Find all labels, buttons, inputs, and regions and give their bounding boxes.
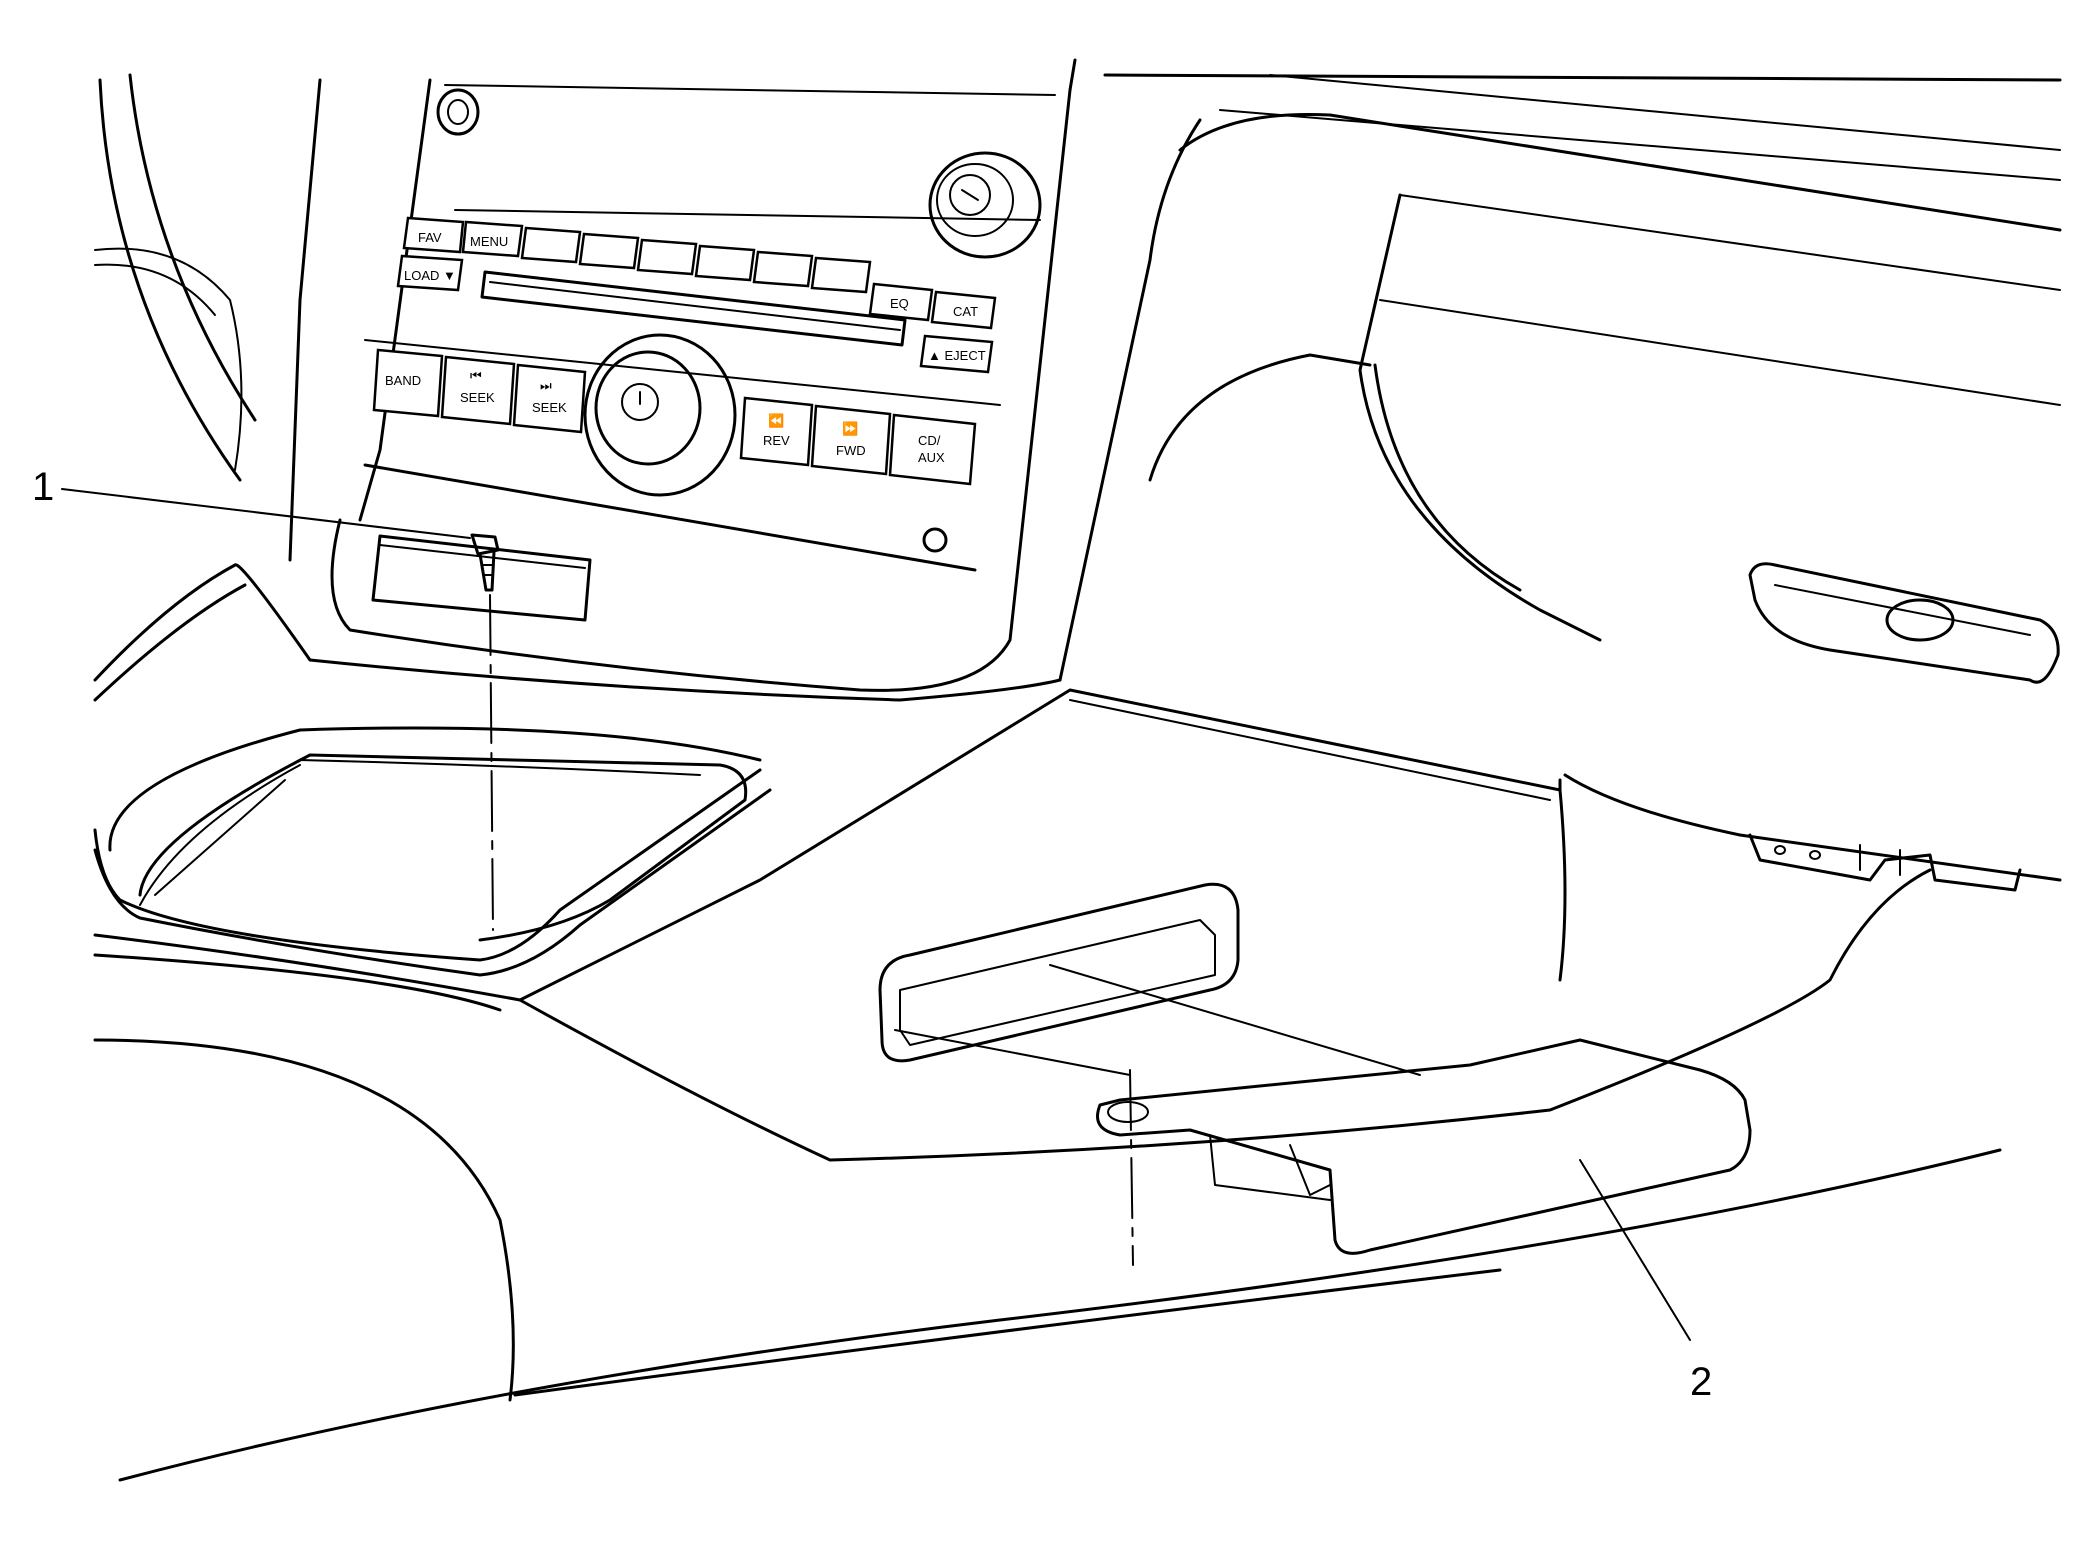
preset-button-5[interactable] — [752, 250, 814, 288]
load-button[interactable]: LOAD ▼ — [396, 254, 464, 292]
top-left-small-knob[interactable] — [436, 88, 480, 136]
seek-forward-icon: ⏭ — [540, 378, 552, 393]
eq-button[interactable]: EQ — [868, 282, 934, 322]
menu-button[interactable]: MENU — [461, 220, 524, 258]
radio-button-row-bottom: BAND ⏮ SEEK ⏭ SEEK ⏪ REV ⏩ FWD CD/ AUX — [364, 339, 1001, 486]
seek-back-label: SEEK — [460, 390, 495, 405]
preset-button-3[interactable] — [636, 238, 698, 276]
fastener-bolt — [470, 533, 500, 931]
passenger-dash — [1058, 73, 2062, 882]
seek-forward-button[interactable]: ⏭ SEEK — [512, 363, 587, 434]
center-console — [93, 563, 1062, 977]
cd-aux-label-line1: CD/ — [918, 433, 941, 448]
left-dash-panel — [94, 73, 322, 562]
callout-1-label: 1 — [32, 465, 54, 509]
preset-button-2[interactable] — [578, 232, 640, 270]
dash-lower-bracket — [1748, 833, 2022, 892]
power-volume-knob[interactable] — [583, 333, 737, 497]
fast-forward-icon: ⏩ — [842, 421, 858, 436]
eject-button-label: ▲ EJECT — [928, 348, 986, 363]
load-button-label: LOAD ▼ — [404, 268, 456, 283]
radio-bezel — [330, 58, 1077, 692]
eject-button[interactable]: ▲ EJECT — [919, 334, 994, 374]
module-slot-opening — [878, 882, 1240, 1063]
preset-button-6[interactable] — [810, 256, 872, 294]
fwd-button[interactable]: ⏩ FWD — [810, 404, 892, 476]
band-button[interactable]: BAND — [372, 348, 444, 418]
callout-2: 2 — [1579, 1159, 1712, 1404]
eq-button-label: EQ — [890, 296, 909, 311]
seek-forward-label: SEEK — [532, 400, 567, 415]
rewind-icon: ⏪ — [768, 413, 784, 428]
cd-aux-label-line2: AUX — [918, 450, 945, 465]
cd-slot — [480, 270, 907, 347]
lower-switch-opening — [371, 534, 592, 622]
preset-button-4[interactable] — [694, 244, 756, 282]
radio-button-row-top: FAV MENU EQ CAT LOAD ▼ ▲ EJECT — [396, 216, 997, 374]
cat-button-label: CAT — [953, 304, 978, 319]
console-side-panel — [93, 688, 2002, 1482]
callout-2-label: 2 — [1690, 1360, 1712, 1404]
rev-button[interactable]: ⏪ REV — [739, 396, 814, 467]
seek-back-button[interactable]: ⏮ SEEK — [440, 355, 516, 426]
menu-button-label: MENU — [470, 234, 508, 249]
band-button-label: BAND — [385, 373, 421, 388]
preset-button-1[interactable] — [520, 226, 582, 264]
rev-button-label: REV — [763, 433, 790, 448]
small-round-button[interactable] — [922, 527, 948, 553]
fav-button-label: FAV — [418, 230, 442, 245]
callout-1: 1 — [32, 465, 471, 539]
fav-button[interactable]: FAV — [402, 216, 465, 254]
tone-knob[interactable] — [928, 151, 1042, 259]
electronic-module — [894, 964, 1752, 1266]
cd-aux-button[interactable]: CD/ AUX — [888, 413, 977, 486]
fwd-button-label: FWD — [836, 443, 866, 458]
glove-box-latch[interactable] — [1748, 562, 2060, 684]
cat-button[interactable]: CAT — [930, 290, 997, 330]
seek-back-icon: ⏮ — [470, 368, 482, 383]
